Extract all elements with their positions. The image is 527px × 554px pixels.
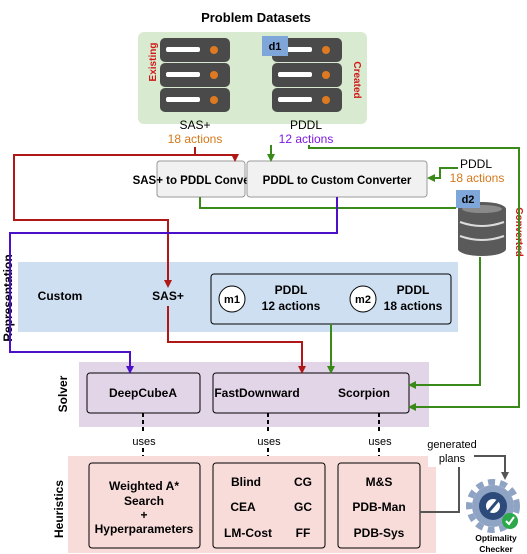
heuristic-lmcost: LM-Cost bbox=[224, 526, 272, 540]
existing-tag: Existing bbox=[148, 43, 159, 82]
d2-label: d2 bbox=[462, 194, 475, 206]
solver-section-label: Solver bbox=[56, 375, 70, 412]
scorpion-heuristic-box bbox=[337, 462, 421, 549]
created-tag: Created bbox=[351, 61, 362, 98]
hyperparameters-label: Hyperparameters bbox=[95, 522, 194, 536]
generated-label: generated bbox=[427, 439, 477, 451]
sas-to-converter-arrow bbox=[194, 147, 239, 162]
converted-pddl-label: PDDL bbox=[460, 157, 492, 171]
m1-actions: 12 actions bbox=[262, 299, 321, 313]
created-dataset-server-icon bbox=[272, 38, 342, 112]
plus-label: + bbox=[140, 508, 147, 522]
deepcubea-label: DeepCubeA bbox=[109, 386, 177, 400]
heuristic-gc: GC bbox=[294, 500, 312, 514]
diagram-title: Problem Datasets bbox=[201, 10, 311, 25]
fastdownward-heuristic-box bbox=[212, 462, 326, 549]
pddl-dataset-actions: 12 actions bbox=[279, 132, 334, 146]
converted-pddl-actions: 18 actions bbox=[450, 171, 505, 185]
heuristic-blind: Blind bbox=[231, 475, 261, 489]
planner-box bbox=[212, 372, 410, 414]
pddl-dataset-label: PDDL bbox=[290, 118, 322, 132]
m2-actions: 18 actions bbox=[384, 299, 443, 313]
weighted-astar-label: Weighted A* bbox=[109, 479, 179, 493]
d1-badge bbox=[262, 36, 288, 56]
sas-dataset-actions: 18 actions bbox=[168, 132, 223, 146]
heuristic-pdbman: PDB-Man bbox=[352, 500, 405, 514]
sas-repr-to-fastdownward-arrow bbox=[167, 306, 306, 374]
optimality-label: Optimality bbox=[475, 533, 517, 543]
scorpion-label: Scorpion bbox=[338, 386, 390, 400]
heuristic-ff: FF bbox=[296, 526, 311, 540]
sas-dataset-label: SAS+ bbox=[179, 118, 210, 132]
heuristics-panel bbox=[68, 456, 436, 553]
plans-label: plans bbox=[439, 453, 466, 465]
search-label: Search bbox=[124, 494, 164, 508]
converted-to-solver-arrow bbox=[408, 257, 481, 389]
sas-to-repr-arrow bbox=[13, 154, 195, 288]
heuristic-pdbsys: PDB-Sys bbox=[354, 526, 405, 540]
converted-dataset-db-icon bbox=[458, 202, 506, 256]
m1-title: PDDL bbox=[275, 283, 308, 297]
heuristic-ms: M&S bbox=[366, 475, 393, 489]
converter-to-repr-arrow bbox=[199, 197, 456, 209]
optimality-checker-gear-icon bbox=[466, 479, 520, 533]
pddl-to-scorpion-arrow bbox=[308, 145, 520, 411]
m2-label: m2 bbox=[355, 294, 371, 306]
pddl-to-custom-label: PDDL to Custom Converter bbox=[263, 175, 412, 187]
m2-badge bbox=[349, 285, 377, 313]
uses-label-1: uses bbox=[132, 436, 156, 448]
converted-to-converter-arrow bbox=[427, 167, 458, 182]
heuristics-section-label: Heuristics bbox=[52, 480, 66, 538]
existing-dataset-server-icon bbox=[160, 38, 230, 112]
d2-badge bbox=[456, 190, 480, 208]
custom-to-deepcubea-arrow bbox=[9, 197, 338, 374]
heuristic-cea: CEA bbox=[230, 500, 256, 514]
representation-section-label: Representation bbox=[1, 254, 15, 341]
deepcubea-heuristic-box bbox=[88, 462, 201, 549]
uses-label-3: uses bbox=[368, 436, 392, 448]
custom-repr-label: Custom bbox=[38, 289, 83, 303]
sas-repr-label: SAS+ bbox=[152, 289, 184, 303]
m1-label: m1 bbox=[224, 294, 240, 306]
checker-label: Checker bbox=[479, 544, 513, 554]
m2-title: PDDL bbox=[397, 283, 430, 297]
uses-label-2: uses bbox=[257, 436, 281, 448]
sas-to-pddl-label: SAS+ to PDDL Convertor bbox=[133, 175, 270, 187]
d1-label: d1 bbox=[269, 41, 282, 53]
fastdownward-label: FastDownward bbox=[214, 386, 299, 400]
m1-badge bbox=[218, 285, 246, 313]
heuristic-cg: CG bbox=[294, 475, 312, 489]
